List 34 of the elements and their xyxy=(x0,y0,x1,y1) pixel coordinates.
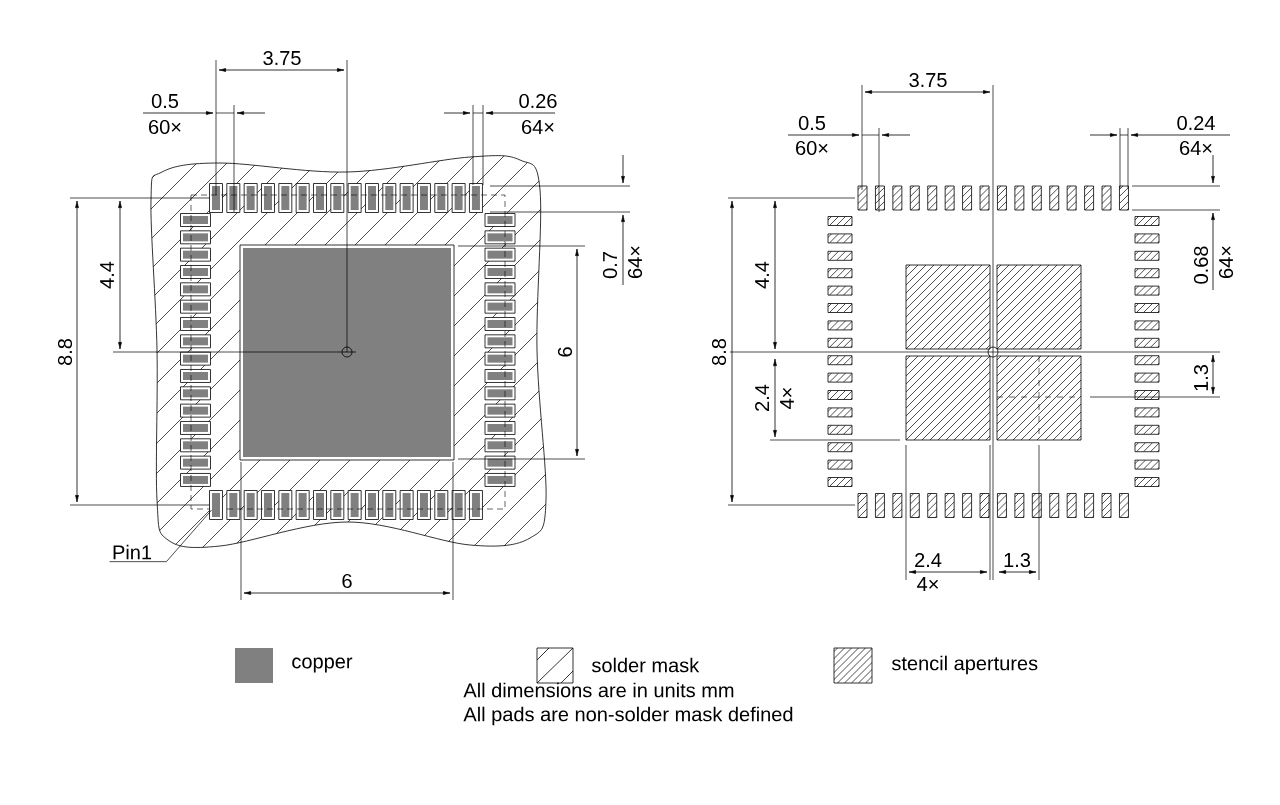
dimension-label: 0.24 xyxy=(1177,115,1215,131)
dimension-label: 60× xyxy=(149,119,181,135)
dimension-label: 3.75 xyxy=(909,72,947,88)
dimension-label: 6 xyxy=(557,347,573,357)
dimension-label: 6 xyxy=(342,573,352,589)
dimension-label: 1.3 xyxy=(1004,552,1031,568)
pin-pad xyxy=(209,490,223,520)
legend-label: solder mask xyxy=(591,657,700,673)
dimension-label: 0.5 xyxy=(798,115,826,131)
dimension-label: 4.4 xyxy=(755,261,769,289)
dimension-label: 1.3 xyxy=(1193,364,1209,391)
dimension-label: 64× xyxy=(1218,246,1234,278)
dimension-label: 8.8 xyxy=(711,338,727,366)
leader-line xyxy=(109,509,212,562)
dimension-label: 64× xyxy=(1180,140,1212,156)
note-text: All pads are non-solder mask defined xyxy=(463,706,793,726)
note-text: All dimensions are in units mm xyxy=(463,682,734,698)
dimension-label: 3.75 xyxy=(263,50,301,66)
dimension-label: 8.8 xyxy=(57,338,73,366)
dimension-label: 2.4 xyxy=(915,553,942,567)
dimension-label: 0.26 xyxy=(519,93,557,109)
dimension-label: 0.7 xyxy=(602,252,618,279)
dimension-label: 4× xyxy=(780,387,794,409)
dimension-label: 4.4 xyxy=(100,261,114,289)
dimension-label: 60× xyxy=(796,140,828,156)
dimension-label: 64× xyxy=(627,246,643,278)
legend-label: copper xyxy=(292,657,353,673)
dimension-label: 2.4 xyxy=(755,384,769,411)
dimension-label: 0.5 xyxy=(151,93,179,109)
dimension-label: 0.68 xyxy=(1193,246,1209,284)
legend-label: stencil apertures xyxy=(891,655,1038,675)
dimension-label: 64× xyxy=(522,119,554,135)
pin-label: Pin1 xyxy=(113,544,152,560)
dimension-label: 4× xyxy=(917,577,939,591)
